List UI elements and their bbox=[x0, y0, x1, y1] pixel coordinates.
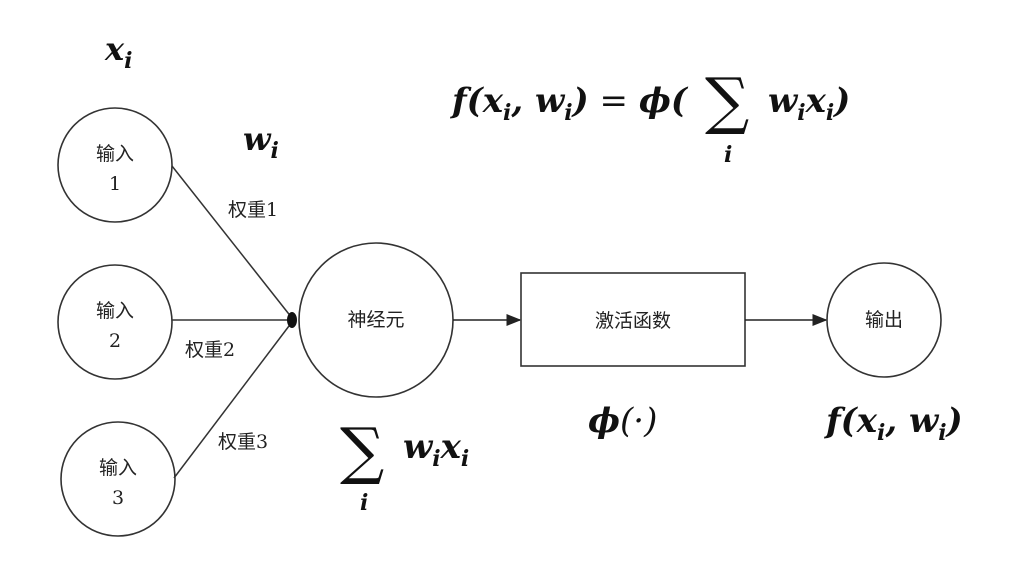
svg-text:2: 2 bbox=[109, 330, 121, 352]
activation-symbol: ϕ(·) bbox=[588, 401, 657, 441]
svg-text:1: 1 bbox=[109, 173, 121, 195]
input-symbol: xi bbox=[104, 30, 132, 74]
weight-label-2: 权重2 bbox=[185, 339, 235, 361]
weight-connection-1 bbox=[171, 165, 293, 319]
svg-text:wixi): wixi) bbox=[768, 81, 850, 126]
neuron-node: 神经元 bbox=[298, 242, 454, 398]
svg-text:激活函数: 激活函数 bbox=[595, 310, 671, 332]
input-node-3: 输入 3 bbox=[60, 421, 176, 537]
svg-text:∑: ∑ bbox=[705, 64, 749, 137]
weight-connection-3 bbox=[173, 321, 293, 479]
svg-text:3: 3 bbox=[112, 487, 124, 509]
weight-symbol: wi bbox=[243, 120, 279, 164]
weighted-sum-label: ∑ i wixi bbox=[340, 414, 469, 516]
svg-text:输入: 输入 bbox=[96, 143, 134, 165]
svg-text:输入: 输入 bbox=[99, 457, 137, 479]
input-node-2: 输入 2 bbox=[57, 264, 173, 380]
output-symbol: f(xi, wi) bbox=[824, 401, 963, 446]
svg-text:∑: ∑ bbox=[340, 414, 384, 487]
svg-text:wixi: wixi bbox=[403, 427, 469, 472]
weight-label-3: 权重3 bbox=[218, 431, 268, 453]
svg-text:f(xi, wi) = ϕ(: f(xi, wi) = ϕ( bbox=[450, 81, 689, 126]
activation-function-box: 激活函数 bbox=[520, 272, 746, 367]
neuron-formula: f(xi, wi) = ϕ( ∑ i wixi) bbox=[450, 64, 850, 168]
svg-text:i: i bbox=[360, 490, 368, 516]
svg-text:输出: 输出 bbox=[865, 309, 903, 331]
svg-text:输入: 输入 bbox=[96, 300, 134, 322]
output-node: 输出 bbox=[826, 262, 942, 378]
svg-text:i: i bbox=[724, 142, 732, 168]
svg-text:神经元: 神经元 bbox=[347, 309, 404, 331]
input-node-1: 输入 1 bbox=[57, 107, 173, 223]
weight-label-1: 权重1 bbox=[228, 199, 278, 221]
summation-junction bbox=[287, 312, 297, 328]
